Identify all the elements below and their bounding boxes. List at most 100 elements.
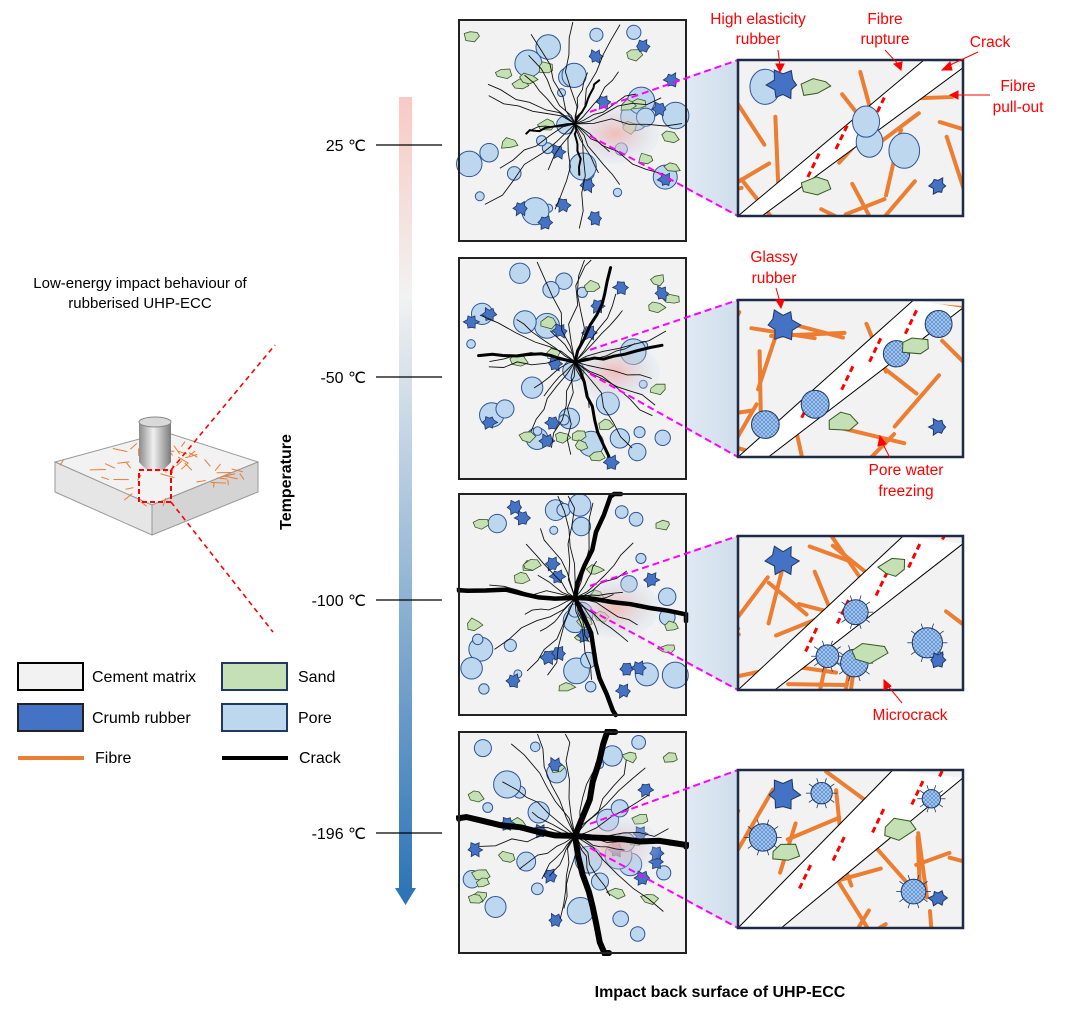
pore — [571, 516, 592, 537]
main-crack — [572, 832, 689, 850]
fibre — [766, 580, 809, 617]
sand-particle — [497, 850, 516, 863]
crumb-rubber — [462, 315, 481, 329]
pore — [633, 426, 646, 439]
panel-border — [458, 493, 687, 716]
temperature-arrow-shaft — [399, 97, 412, 892]
fibre — [850, 181, 872, 216]
pore — [888, 132, 921, 169]
frozen-pore — [800, 389, 830, 419]
ruptured-fibre — [903, 308, 919, 335]
temperature-level-1 — [458, 257, 965, 480]
pore — [656, 865, 672, 881]
slab-fibre — [231, 468, 243, 473]
sand-particle — [664, 620, 679, 631]
pore-microcrack — [816, 803, 819, 809]
temperature-level-2 — [456, 491, 965, 718]
crumb-rubber — [537, 215, 554, 231]
fibre — [914, 850, 952, 867]
pore-microcrack — [923, 881, 928, 885]
crumb-rubber — [590, 299, 606, 314]
pore — [626, 24, 642, 40]
micro-crack — [574, 93, 637, 125]
sand-particle — [558, 682, 577, 692]
pore — [506, 166, 522, 181]
fibre — [773, 114, 781, 193]
micro-crack — [548, 835, 576, 877]
pore-microcrack — [933, 807, 937, 813]
slab-fibre — [196, 480, 206, 483]
sand-particle — [884, 817, 917, 841]
fibre — [927, 909, 934, 928]
main-crack — [456, 813, 578, 839]
pore — [479, 143, 499, 163]
micro-crack — [487, 83, 576, 125]
pore-microcrack — [773, 826, 779, 830]
sand-particle — [800, 78, 832, 96]
slab-fibre — [123, 493, 133, 501]
main-crack — [573, 360, 611, 458]
temperature-tick-label: -196 ℃ — [312, 826, 366, 843]
pore — [487, 513, 507, 534]
crumb-rubber — [611, 281, 630, 296]
crumb-rubber — [512, 200, 528, 217]
annotation-pullout-1: Fibre — [1000, 78, 1035, 95]
pore-microcrack — [816, 778, 819, 784]
micro-crack — [574, 123, 586, 229]
zoom-border — [736, 58, 965, 218]
pore-microcrack — [919, 803, 925, 808]
main-crack — [573, 343, 664, 364]
back-surface-panel — [456, 19, 690, 242]
frozen-pore — [911, 627, 943, 659]
pore-microcrack — [858, 676, 861, 682]
frozen-pore — [751, 410, 780, 439]
slab-fibre — [176, 460, 183, 467]
micro-crack — [574, 330, 667, 363]
sand-particle — [523, 559, 542, 571]
frozen-pore — [842, 599, 869, 626]
sand-particle — [851, 642, 889, 665]
pore — [478, 683, 490, 695]
impactor-cylinder — [139, 422, 171, 462]
temperature-level-0 — [456, 19, 965, 242]
fibre — [766, 562, 786, 626]
sand-particle — [574, 439, 589, 451]
legend-label-crack: Crack — [299, 750, 342, 767]
slab-fibre — [180, 441, 186, 447]
sand-particle — [585, 564, 606, 575]
fibre — [738, 408, 754, 415]
crumb-rubber — [481, 416, 499, 430]
sand-particle — [662, 752, 678, 763]
micro-crack — [574, 71, 619, 125]
zoom-border — [736, 768, 965, 930]
micro-crack — [533, 361, 576, 389]
ruptured-fibre — [798, 862, 813, 890]
ruptured-fibre — [874, 569, 890, 597]
pore-microcrack — [766, 819, 770, 825]
micro-crack — [574, 123, 664, 175]
micro-crack — [574, 835, 664, 912]
slab-fibre — [216, 477, 227, 480]
fibre — [807, 544, 853, 564]
slab-fibre — [112, 447, 128, 453]
micro-crack — [530, 361, 576, 433]
sand-particle — [475, 877, 490, 888]
specimen-slab — [53, 416, 260, 536]
fibre — [738, 575, 770, 621]
micro-crack — [494, 597, 576, 650]
pore-microcrack — [859, 595, 862, 601]
zoom-link-bottom — [589, 134, 739, 217]
pore — [466, 339, 476, 349]
ruptured-fibre — [871, 806, 886, 834]
pore — [657, 587, 677, 607]
fibre — [855, 908, 871, 928]
temperature-tick-label: -50 ℃ — [320, 370, 366, 387]
micro-crack — [526, 597, 576, 672]
micro-crack — [536, 261, 576, 363]
pore — [609, 428, 631, 449]
crumb-rubber — [633, 870, 651, 886]
sand-particle — [467, 893, 484, 904]
ruptured-fibre — [834, 123, 850, 150]
micro-crack — [574, 835, 611, 897]
pore-microcrack — [813, 662, 819, 667]
